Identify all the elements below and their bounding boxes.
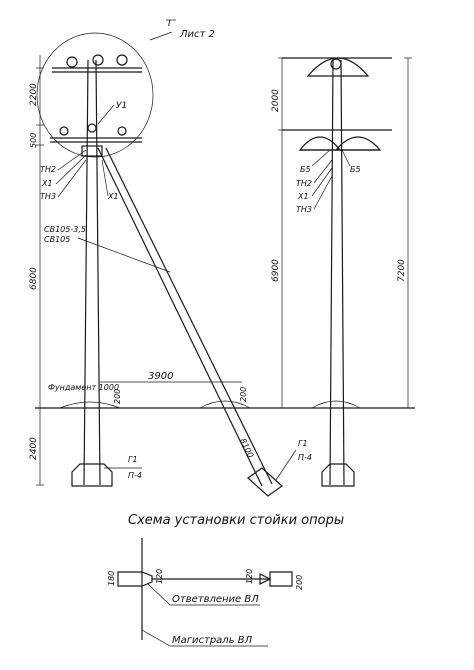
label-sv105: СВ105 (44, 235, 70, 244)
dim-120-right: 120 (245, 569, 254, 584)
dim-3900: 3900 (148, 371, 173, 382)
dim-8100: 8100 (238, 437, 255, 459)
dim-2000: 2000 (271, 89, 281, 112)
label-p4: П-4 (128, 471, 142, 480)
insulator-icon (59, 126, 69, 136)
dim-500: 500 (29, 133, 38, 148)
label-x1: Х1 (297, 192, 309, 201)
strut-right-edge (105, 147, 273, 485)
pole-shaft-right-edge (340, 59, 345, 486)
pole-footing (321, 463, 355, 487)
pole-shaft-left-edge (83, 59, 89, 486)
insulator-icon (87, 123, 97, 133)
ground-mound (59, 400, 251, 409)
installation-scheme: Схема установки стойки опоры 180 120 120… (107, 513, 344, 647)
label-tn3: ТН3 (296, 205, 312, 214)
label-p4-strut: П-4 (298, 453, 312, 462)
dim-200-strut: 200 (239, 387, 248, 402)
insulator-icon (92, 54, 104, 66)
dim-200: 200 (113, 389, 122, 404)
dim-120-left: 120 (155, 569, 164, 584)
label-tn3: ТН3 (40, 192, 56, 201)
dim-2400: 2400 (29, 437, 39, 460)
label-tn2: ТН2 (40, 165, 56, 174)
pole-footing (71, 463, 113, 487)
label-b5-right: Б5 (350, 165, 361, 174)
sheet-roman: I (168, 19, 171, 29)
insulator-icon (117, 126, 127, 136)
label-sv105-35: СВ105-3,5 (44, 225, 86, 234)
label-main: Магистраль ВЛ (172, 635, 253, 646)
clamp-band (81, 145, 103, 157)
label-g1-strut: Г1 (298, 439, 308, 448)
strut-footing (247, 467, 283, 497)
top-insulator-head (306, 57, 370, 77)
label-foundation: Фундамент 1000 (48, 383, 119, 392)
dim-180: 180 (107, 571, 116, 586)
pole-shaft-left-edge (329, 59, 334, 486)
dim-2200: 2200 (29, 83, 39, 106)
detail-circle (36, 32, 154, 158)
label-b5-left: Б5 (300, 165, 311, 174)
label-branch: Ответвление ВЛ (172, 594, 259, 605)
scheme-stand-right (259, 571, 293, 587)
left-pole: 2200 500 6800 2400 200 3900 У1 ТН2 Х1 ТН… (29, 32, 312, 497)
insulator-icon (330, 58, 342, 70)
dim-7200: 7200 (397, 259, 407, 282)
label-u1: У1 (116, 101, 127, 111)
ground-mound (311, 400, 361, 409)
right-pole: 2000 6900 7200 Б5 Б5 ТН2 Х1 ТН3 (270, 57, 415, 487)
insulator-icon (116, 54, 128, 66)
dim-6900: 6900 (271, 259, 281, 282)
scheme-stand-left (117, 571, 153, 587)
label-x1: Х1 (41, 179, 53, 188)
label-tn2: ТН2 (296, 179, 312, 188)
pole-shaft-right-edge (95, 59, 101, 486)
label-g1: Г1 (128, 455, 138, 464)
label-x1-strut: Х1 (107, 192, 119, 201)
strut-left-edge (97, 147, 263, 487)
scheme-title: Схема установки стойки опоры (128, 513, 344, 528)
dim-6800: 6800 (29, 267, 39, 290)
lower-insulator-left (298, 136, 342, 151)
dim-200: 200 (295, 575, 304, 590)
lower-insulator-right (334, 136, 382, 151)
sheet-label: Лист 2 (179, 29, 215, 40)
insulator-icon (66, 56, 78, 68)
sheet-leader (149, 31, 173, 41)
